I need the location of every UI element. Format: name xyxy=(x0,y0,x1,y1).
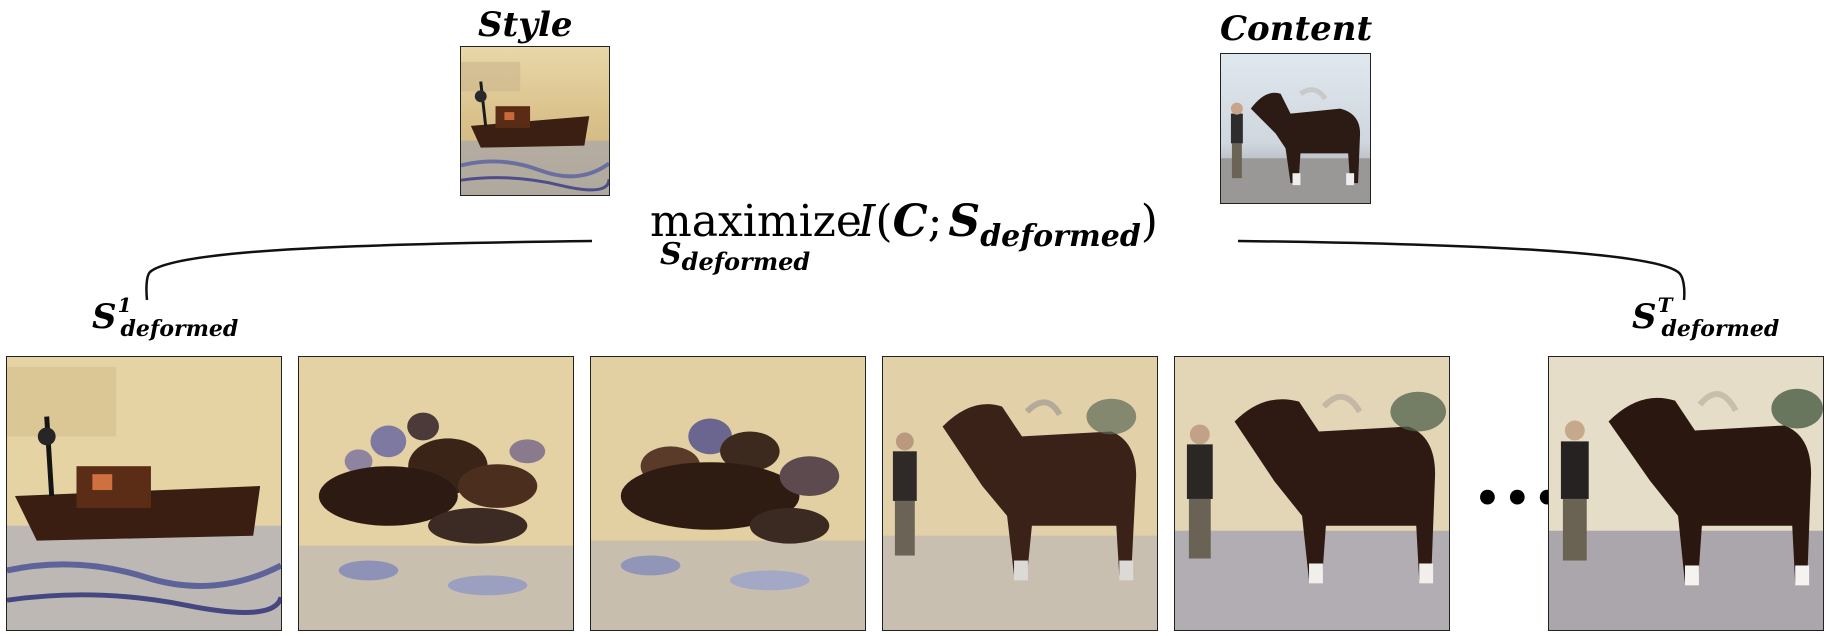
operator-subscript: Sdeformed xyxy=(660,237,811,276)
style-image xyxy=(460,46,610,196)
deformed-stage-1 xyxy=(6,356,282,631)
deformed-stage-T xyxy=(1548,356,1824,631)
deformed-stage-4 xyxy=(882,356,1158,631)
content-image xyxy=(1220,53,1371,204)
maximize-operator: maximize xyxy=(650,196,862,247)
deformed-stage-3 xyxy=(590,356,866,631)
style-label: Style xyxy=(478,5,573,45)
objective-expression: I(C;Sdeformed) xyxy=(858,196,1158,254)
deformed-stage-2 xyxy=(298,356,574,631)
last-deformed-label: STdeformed xyxy=(1632,293,1780,342)
ellipsis: ••• xyxy=(1474,474,1564,523)
content-label: Content xyxy=(1220,9,1373,49)
deformed-stage-5 xyxy=(1174,356,1450,631)
first-deformed-label: S1deformed xyxy=(92,293,239,342)
objective-formula: maximize Sdeformed I(C;Sdeformed) xyxy=(650,200,1190,280)
